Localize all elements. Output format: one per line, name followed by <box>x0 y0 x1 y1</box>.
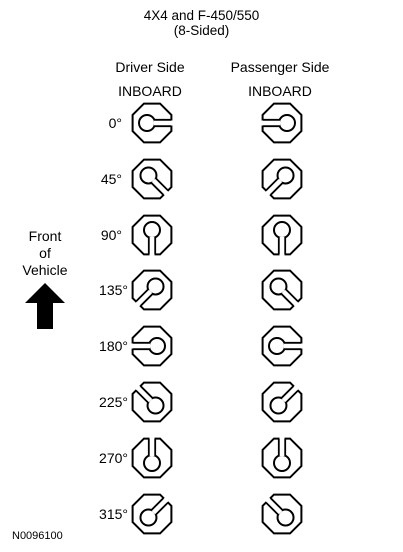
passenger-side-octagon-icon <box>261 325 305 367</box>
angle-label: 315° <box>99 505 128 522</box>
passenger-side-heading: Passenger Side <box>230 59 330 75</box>
slot-edge <box>285 390 299 404</box>
slot-edge <box>150 497 164 511</box>
eccentric-circle <box>269 277 288 296</box>
slot-edge <box>135 288 149 303</box>
octagon-outline <box>261 102 303 144</box>
angle-label: 90° <box>100 226 122 243</box>
eccentric-circle <box>268 337 286 356</box>
front-label-line3: Vehicle <box>22 262 68 278</box>
angle-label: 225° <box>99 394 128 410</box>
angle-label: 0° <box>108 115 122 131</box>
octagon-outline <box>261 325 303 367</box>
angle-label: 135° <box>99 282 128 299</box>
slot-edge <box>280 385 294 399</box>
eccentric-circle <box>143 220 161 239</box>
slot-edge <box>270 181 284 196</box>
angle-label: 270° <box>99 449 128 466</box>
slot-gap <box>151 495 171 514</box>
octagon-outline <box>261 158 303 200</box>
eccentric-circle <box>146 277 165 296</box>
diagram-title-line2: (8-Sided) <box>173 23 230 38</box>
eccentric-circle <box>143 453 161 472</box>
slot-gap <box>263 178 283 197</box>
eccentric-circle <box>139 508 158 527</box>
eccentric-circle <box>278 114 296 132</box>
driver-side-octagon-icon <box>131 493 173 534</box>
eccentric-circle <box>273 453 291 472</box>
slot-edge <box>135 390 149 404</box>
slot-gap <box>281 383 301 403</box>
front-label-line1: Front <box>28 228 62 244</box>
slot-edge <box>140 385 154 399</box>
slot-edge <box>155 177 169 191</box>
slot-edge <box>265 177 279 191</box>
octagon-outline <box>131 158 173 200</box>
eccentric-circle <box>146 396 165 415</box>
octagon-outline <box>261 381 303 423</box>
slot-edge <box>265 501 279 516</box>
driver-side-octagon-icon <box>129 325 173 367</box>
octagon-outline <box>131 437 173 479</box>
eccentric-circle <box>276 166 295 185</box>
front-arrow-icon <box>25 283 65 329</box>
passenger-side-octagon-icon <box>261 493 303 534</box>
octagon-outline <box>131 381 173 423</box>
slot-edge <box>150 181 164 196</box>
eccentric-circle <box>269 396 288 415</box>
driver-side-octagon-icon <box>131 102 175 144</box>
angle-label: 45° <box>100 170 122 187</box>
octagon-outline <box>131 102 173 144</box>
slot-gap <box>133 290 153 309</box>
angle-label: 180° <box>99 338 128 355</box>
eccentric-circle <box>139 166 158 185</box>
octagon-outline <box>131 325 173 367</box>
eccentric-circle <box>148 337 166 356</box>
passenger-side-octagon-icon <box>261 381 303 423</box>
slot-gap <box>151 178 171 197</box>
driver-side-heading: Driver Side <box>115 59 185 75</box>
octagon-outline <box>261 493 303 534</box>
driver-side-octagon-icon <box>131 214 173 258</box>
octagon-outline <box>261 269 303 311</box>
slot-gap <box>263 495 283 514</box>
passenger-side-octagon-icon <box>261 434 303 479</box>
octagon-outline <box>131 214 173 255</box>
slot-edge <box>280 293 294 307</box>
figure-code: N0096100 <box>12 530 63 542</box>
driver-side-octagon-icon <box>131 434 173 479</box>
octagon-outline <box>131 269 173 311</box>
slot-edge <box>285 288 299 303</box>
octagon-outline <box>261 437 303 479</box>
octagon-outline <box>261 214 303 255</box>
slot-gap <box>133 383 153 403</box>
passenger-inboard-label: INBOARD <box>248 83 312 99</box>
eccentric-circle <box>138 114 156 132</box>
octagon-outline <box>131 493 173 534</box>
diagram-title-line1: 4X4 and F-450/550 <box>143 8 260 23</box>
driver-side-octagon-icon <box>131 269 173 311</box>
driver-side-octagon-icon <box>131 381 173 423</box>
slot-edge <box>140 293 154 307</box>
driver-inboard-label: INBOARD <box>118 83 182 99</box>
slot-edge <box>270 497 284 511</box>
eccentric-circle <box>276 508 295 527</box>
slot-edge <box>155 501 169 516</box>
front-label-line2: of <box>39 245 51 261</box>
passenger-side-octagon-icon <box>261 214 303 258</box>
passenger-side-octagon-icon <box>261 269 303 311</box>
eccentric-circle <box>273 220 291 239</box>
driver-side-octagon-icon <box>131 158 173 200</box>
slot-gap <box>281 290 301 309</box>
passenger-side-octagon-icon <box>259 102 303 144</box>
passenger-side-octagon-icon <box>261 158 303 200</box>
